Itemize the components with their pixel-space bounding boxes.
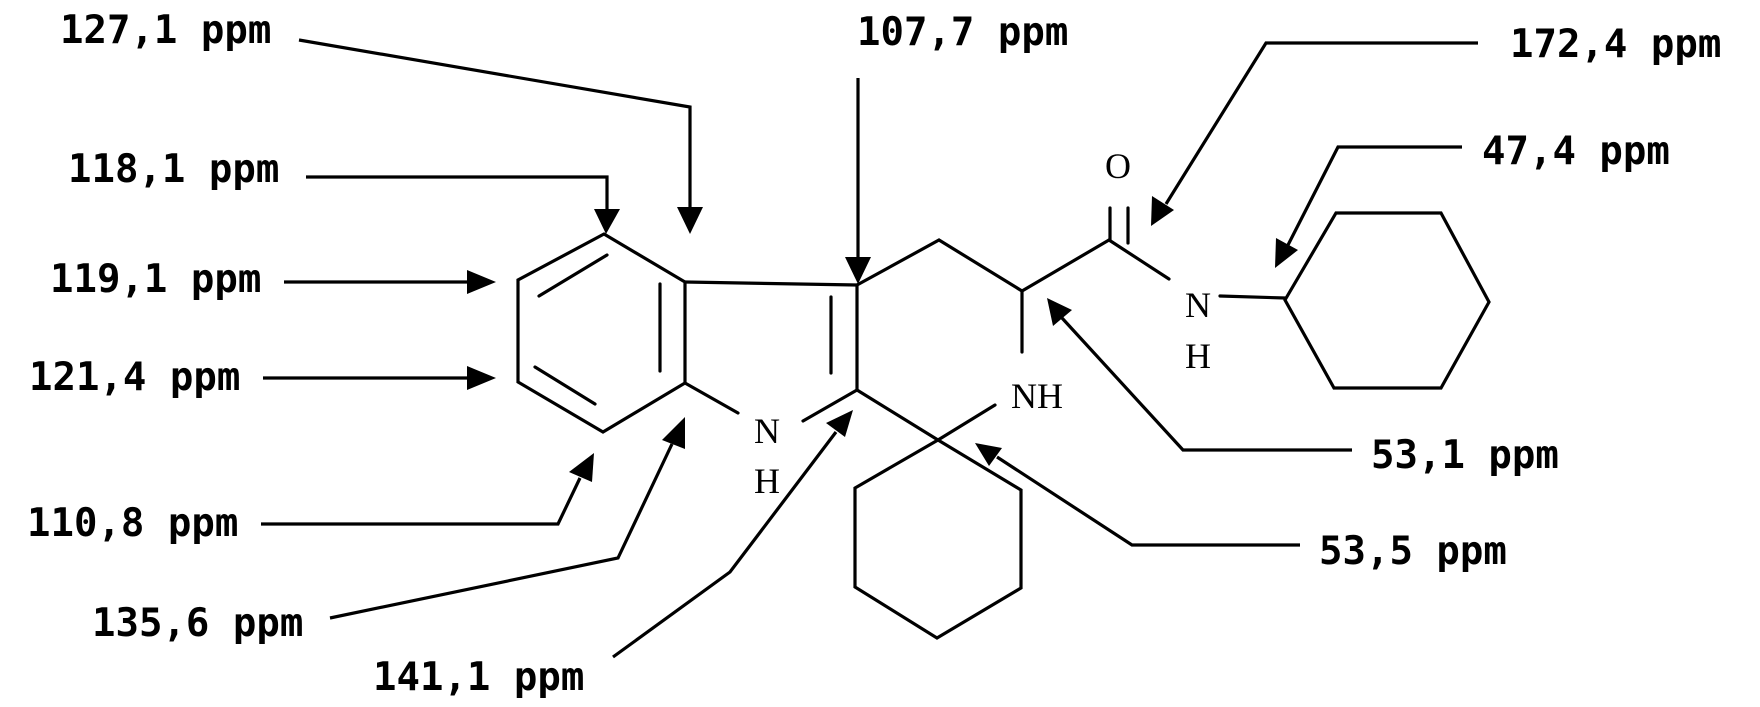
- arrow-121-4: [263, 366, 496, 390]
- shift-label-135-6: 135,6 ppm: [92, 601, 303, 646]
- shift-labels: 127,1 ppm 118,1 ppm 119,1 ppm 121,4 ppm …: [27, 8, 1721, 700]
- shift-label-110-8: 110,8 ppm: [27, 501, 238, 546]
- shift-label-119-1: 119,1 ppm: [50, 257, 261, 302]
- arrow-135-6: [329, 417, 685, 620]
- shift-label-53-5: 53,5 ppm: [1319, 529, 1507, 574]
- arrow-172-4: [1151, 41, 1478, 226]
- indole-n-label: N: [754, 411, 780, 451]
- amine-nh-label: NH: [1011, 376, 1063, 416]
- arrow-110-8: [261, 453, 594, 526]
- arrow-119-1: [284, 270, 496, 294]
- arrow-107-7: [845, 78, 871, 284]
- n-cyclohexyl-ring: [1218, 211, 1491, 390]
- shift-label-172-4: 172,4 ppm: [1510, 22, 1721, 67]
- arrow-118-1: [306, 175, 620, 234]
- arrow-141-1: [612, 410, 853, 659]
- indole-h-label: H: [754, 461, 780, 501]
- molecule-structure: N H O N H NH: [516, 146, 1491, 640]
- shift-label-141-1: 141,1 ppm: [373, 655, 584, 700]
- shift-label-107-7: 107,7 ppm: [857, 10, 1068, 55]
- assignment-arrows: [261, 38, 1478, 659]
- amide-n-label: N: [1185, 285, 1211, 325]
- carbonyl-oxygen-label: O: [1105, 146, 1131, 186]
- arrow-53-5: [975, 443, 1300, 547]
- side-chain: [855, 206, 1171, 354]
- shift-label-121-4: 121,4 ppm: [29, 355, 240, 400]
- arrow-127-1: [298, 38, 703, 234]
- arrow-53-1: [1047, 298, 1352, 452]
- benzene-ring: [516, 232, 687, 434]
- shift-label-118-1: 118,1 ppm: [68, 147, 279, 192]
- shift-label-53-1: 53,1 ppm: [1371, 433, 1559, 478]
- spiro-cyclohexane-ring: [853, 388, 1023, 640]
- amide-h-label: H: [1185, 336, 1211, 376]
- pyrrole-ring: [683, 280, 859, 423]
- arrow-47-4: [1275, 145, 1462, 268]
- shift-label-127-1: 127,1 ppm: [60, 8, 271, 53]
- shift-label-47-4: 47,4 ppm: [1482, 129, 1670, 174]
